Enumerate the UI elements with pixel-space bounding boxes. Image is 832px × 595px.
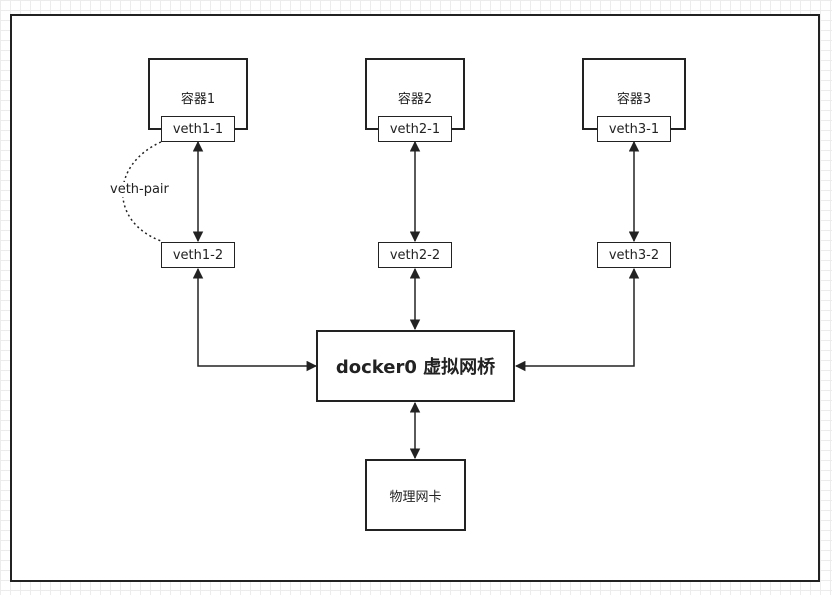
veth2-1-label: veth2-1 xyxy=(389,121,441,137)
veth2-1-box: veth2-1 xyxy=(378,116,452,142)
nic-label: 物理网卡 xyxy=(389,489,442,505)
link-veth3-bridge xyxy=(514,267,640,372)
bridge-label: docker0 虚拟网桥 xyxy=(335,357,496,378)
veth2-2-box: veth2-2 xyxy=(378,242,452,268)
veth-pair-label: veth-pair xyxy=(108,182,171,197)
veth3-1-box: veth3-1 xyxy=(597,116,671,142)
veth2-2-label: veth2-2 xyxy=(389,247,441,263)
veth1-2-box: veth1-2 xyxy=(161,242,235,268)
veth1-1-label: veth1-1 xyxy=(172,121,224,137)
docker0-bridge: docker0 虚拟网桥 xyxy=(316,330,515,402)
veth3-2-box: veth3-2 xyxy=(597,242,671,268)
veth3-2-label: veth3-2 xyxy=(608,247,660,263)
physical-nic: 物理网卡 xyxy=(365,459,466,531)
veth1-2-label: veth1-2 xyxy=(172,247,224,263)
container-3-label: 容器3 xyxy=(616,92,652,107)
veth-pair-arc xyxy=(122,141,162,242)
container-2-label: 容器2 xyxy=(397,92,433,107)
veth1-1-box: veth1-1 xyxy=(161,116,235,142)
link-veth1-bridge xyxy=(192,267,318,372)
container-1-label: 容器1 xyxy=(180,92,216,107)
veth3-1-label: veth3-1 xyxy=(608,121,660,137)
